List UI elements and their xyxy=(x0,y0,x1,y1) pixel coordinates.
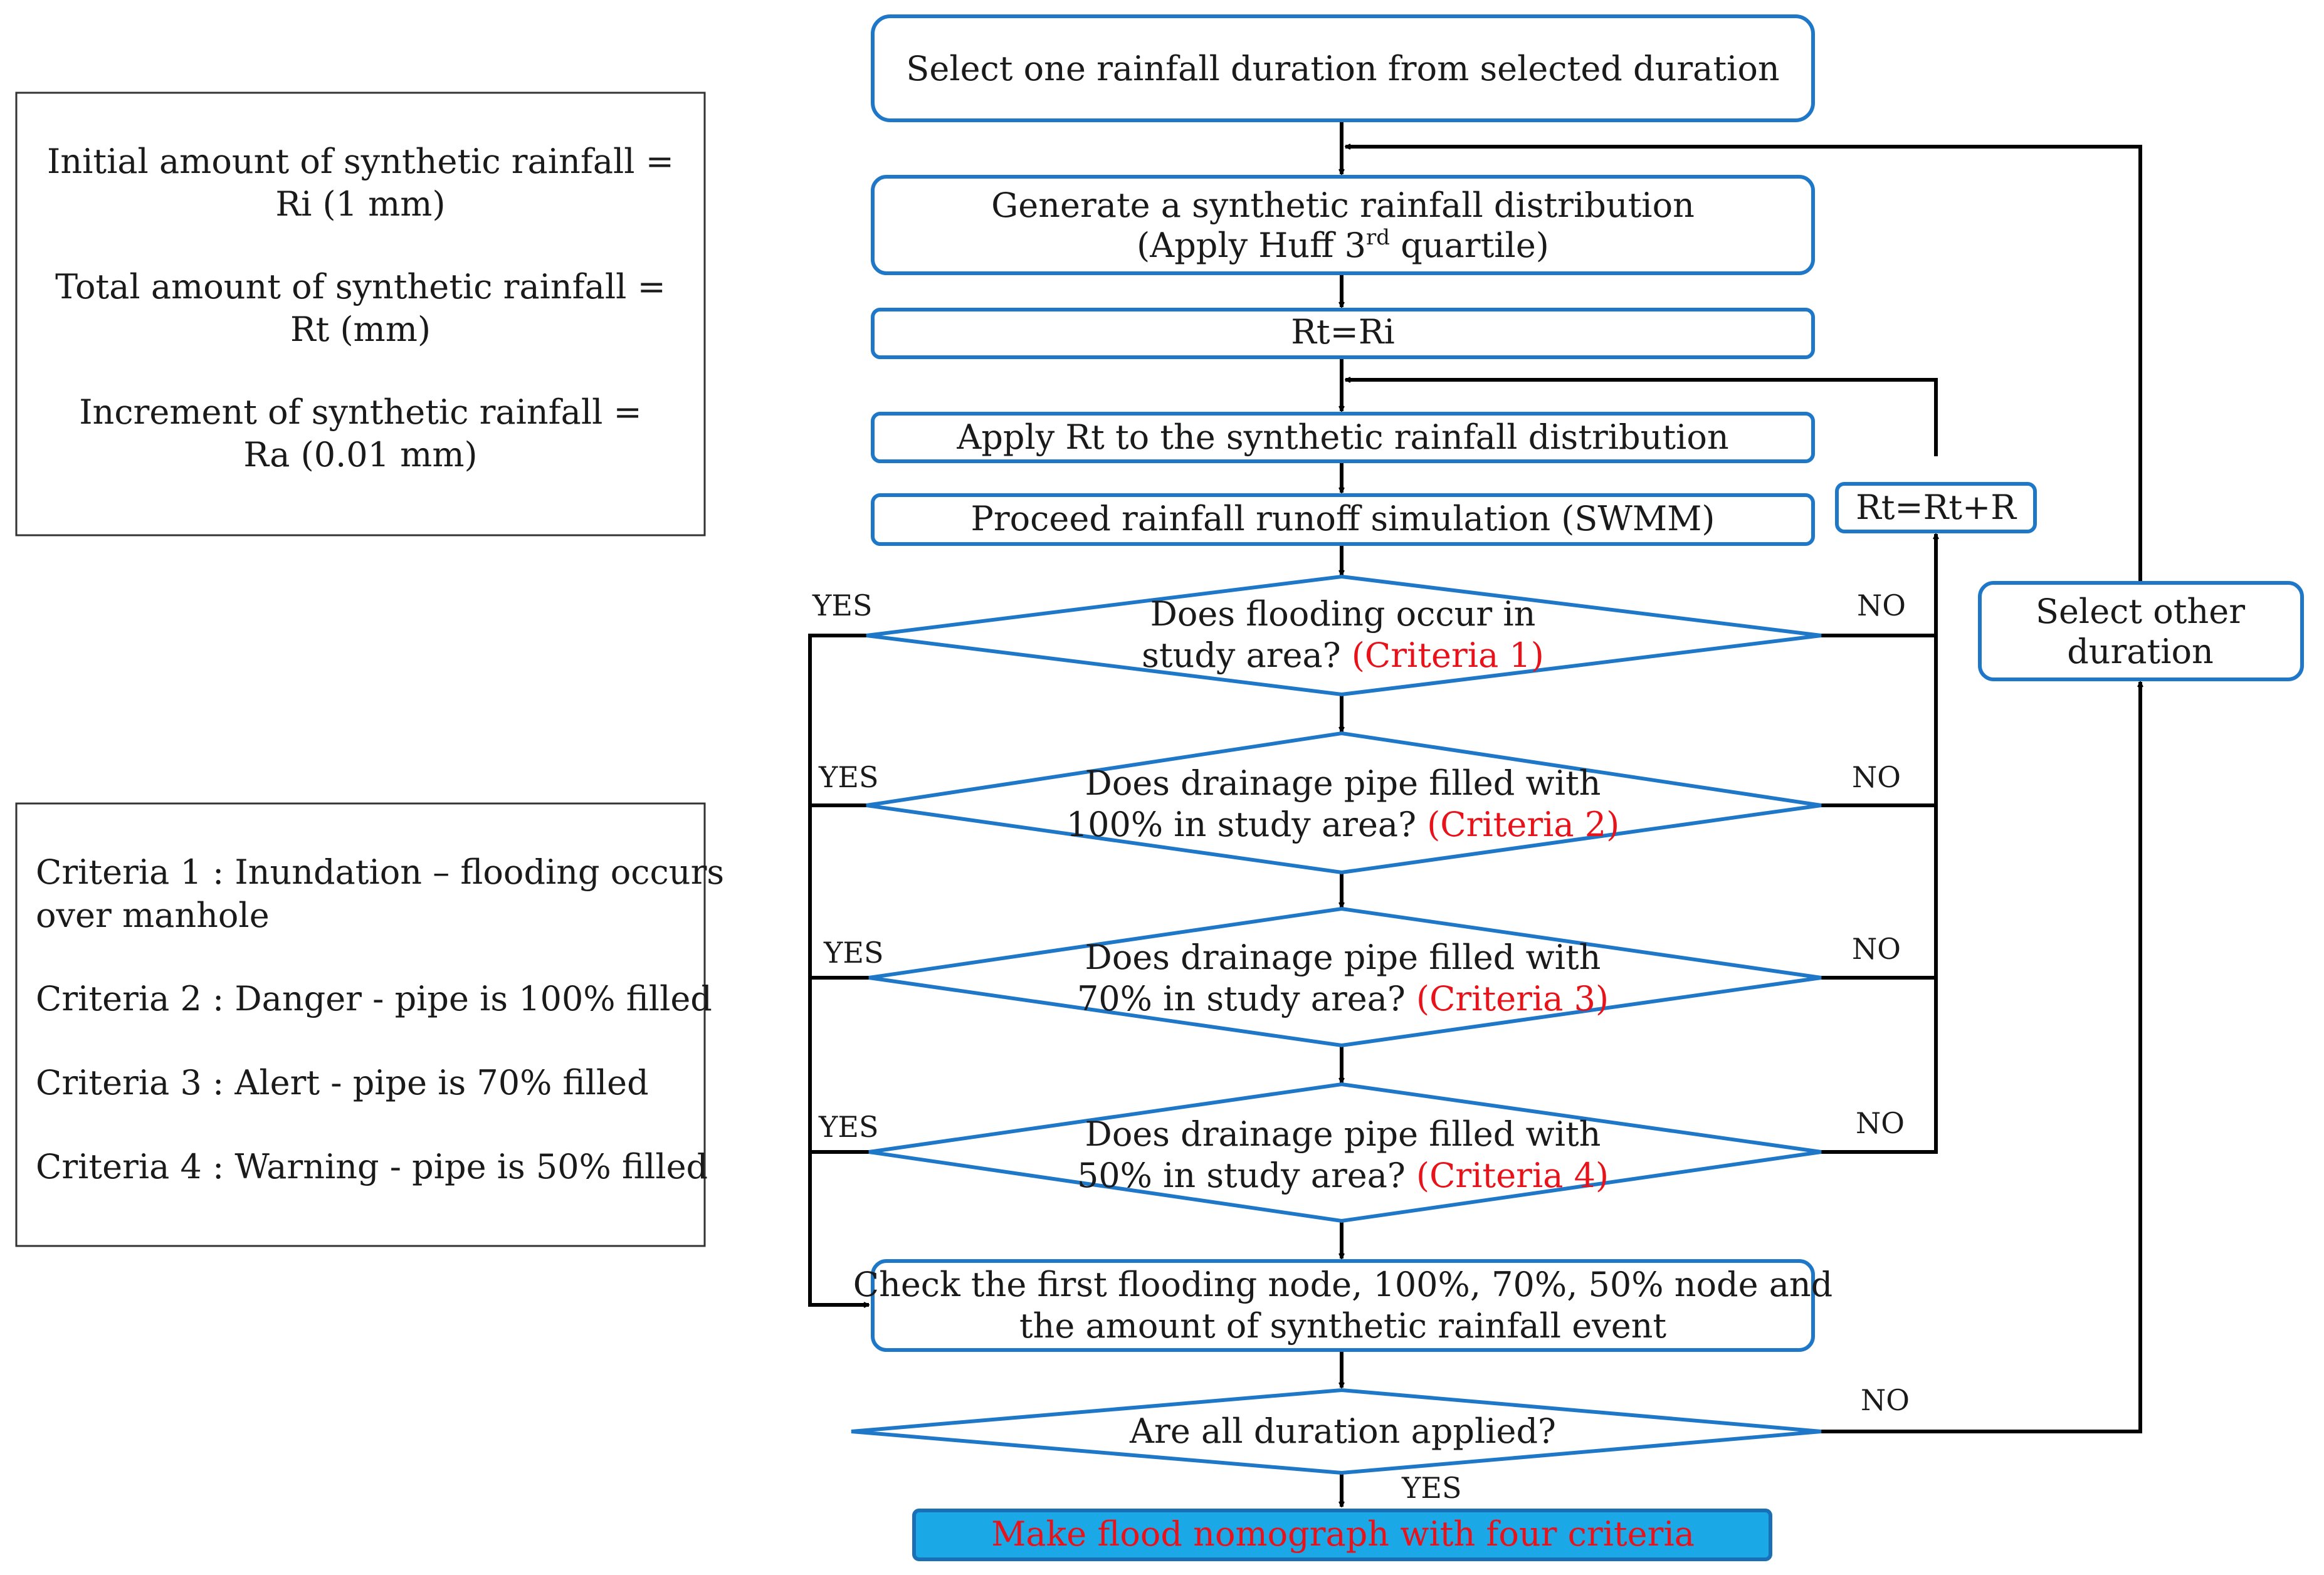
total-rainfall-label: Total amount of synthetic rainfall = xyxy=(55,267,666,306)
decision-flooding: Does flooding occur in study area? (Crit… xyxy=(866,574,1822,697)
rt-equals-ri-text: Rt=Ri xyxy=(1291,312,1395,352)
initial-rainfall-value: Ri (1 mm) xyxy=(275,184,445,224)
yes-label-2: YES xyxy=(818,760,878,794)
yes-label-1: YES xyxy=(812,589,872,622)
decision-pipe-70: Does drainage pipe filled with 70% in st… xyxy=(868,906,1822,1048)
check-nodes-box: Check the first flooding node, 100%, 70%… xyxy=(853,1259,1833,1352)
proceed-simulation-box: Proceed rainfall runoff simulation (SWMM… xyxy=(871,493,1815,546)
no-label-5: NO xyxy=(1861,1383,1910,1417)
connectors xyxy=(808,120,2140,1507)
decision-pipe-70-line2: 70% in study area? (Criteria 3) xyxy=(1077,979,1609,1018)
decision-all-durations-text: Are all duration applied? xyxy=(1129,1411,1556,1451)
check-nodes-line2: the amount of synthetic rainfall event xyxy=(1019,1306,1667,1346)
select-other-duration-box: Select other duration xyxy=(1978,581,2304,681)
decision-flooding-line2: study area? (Criteria 1) xyxy=(1142,636,1544,675)
decision-all-durations: Are all duration applied? xyxy=(851,1388,1822,1475)
final-nomograph-text: Make flood nomograph with four criteria xyxy=(991,1514,1695,1554)
criteria-2: Criteria 2 : Danger - pipe is 100% fille… xyxy=(36,979,712,1018)
decision-pipe-50-line2: 50% in study area? (Criteria 4) xyxy=(1077,1156,1609,1195)
decision-pipe-100: Does drainage pipe filled with 100% in s… xyxy=(866,731,1822,875)
criteria-1-line1: Criteria 1 : Inundation – flooding occur… xyxy=(36,852,724,892)
increment-rt-box: Rt=Rt+R xyxy=(1835,482,2037,533)
branch-labels: YES YES YES YES YES NO NO NO NO NO xyxy=(812,589,1910,1505)
decision-pipe-70-line1: Does drainage pipe filled with xyxy=(1085,938,1601,977)
decision-pipe-50: Does drainage pipe filled with 50% in st… xyxy=(868,1082,1822,1223)
apply-rt-box: Apply Rt to the synthetic rainfall distr… xyxy=(871,412,1815,463)
generate-line2: (Apply Huff 3rd quartile) xyxy=(1137,225,1549,265)
criteria-4: Criteria 4 : Warning - pipe is 50% fille… xyxy=(36,1147,708,1186)
criteria-1-line2: over manhole xyxy=(36,896,270,935)
no-label-2: NO xyxy=(1852,760,1901,794)
select-duration-box: Select one rainfall duration from select… xyxy=(871,14,1815,122)
increment-rainfall-label: Increment of synthetic rainfall = xyxy=(79,392,642,432)
criteria-1-ref: (Criteria 1) xyxy=(1352,636,1544,675)
rainfall-definitions-box: Initial amount of synthetic rainfall = R… xyxy=(15,92,706,536)
yes-label-3: YES xyxy=(823,936,883,970)
final-nomograph-box: Make flood nomograph with four criteria xyxy=(912,1509,1772,1561)
select-duration-text: Select one rainfall duration from select… xyxy=(906,49,1779,88)
select-other-line1: Select other xyxy=(2036,592,2245,631)
total-rainfall-value: Rt (mm) xyxy=(290,310,431,349)
no-label-4: NO xyxy=(1856,1106,1905,1140)
yes-label-4: YES xyxy=(818,1110,878,1144)
no-label-3: NO xyxy=(1852,932,1901,966)
no-label-1: NO xyxy=(1857,589,1906,622)
criteria-3: Criteria 3 : Alert - pipe is 70% filled xyxy=(36,1063,649,1102)
increment-rt-text: Rt=Rt+R xyxy=(1856,488,2017,527)
criteria-legend-box: Criteria 1 : Inundation – flooding occur… xyxy=(15,802,724,1247)
decision-pipe-100-line1: Does drainage pipe filled with xyxy=(1085,763,1601,803)
criteria-3-ref: (Criteria 3) xyxy=(1416,979,1609,1018)
criteria-2-ref: (Criteria 2) xyxy=(1427,805,1619,844)
generate-line1: Generate a synthetic rainfall distributi… xyxy=(991,186,1695,225)
rt-equals-ri-box: Rt=Ri xyxy=(871,308,1815,359)
proceed-simulation-text: Proceed rainfall runoff simulation (SWMM… xyxy=(971,499,1715,538)
criteria-4-ref: (Criteria 4) xyxy=(1416,1156,1609,1195)
decision-pipe-50-line1: Does drainage pipe filled with xyxy=(1085,1114,1601,1154)
initial-rainfall-label: Initial amount of synthetic rainfall = xyxy=(47,142,674,181)
generate-distribution-box: Generate a synthetic rainfall distributi… xyxy=(871,175,1815,275)
decision-pipe-100-line2: 100% in study area? (Criteria 2) xyxy=(1066,805,1619,844)
select-other-line2: duration xyxy=(2067,632,2214,671)
increment-rainfall-value: Ra (0.01 mm) xyxy=(243,435,477,474)
check-nodes-line1: Check the first flooding node, 100%, 70%… xyxy=(853,1265,1833,1304)
apply-rt-text: Apply Rt to the synthetic rainfall distr… xyxy=(956,417,1728,457)
yes-label-5: YES xyxy=(1401,1471,1461,1505)
decision-flooding-line1: Does flooding occur in xyxy=(1150,594,1536,634)
